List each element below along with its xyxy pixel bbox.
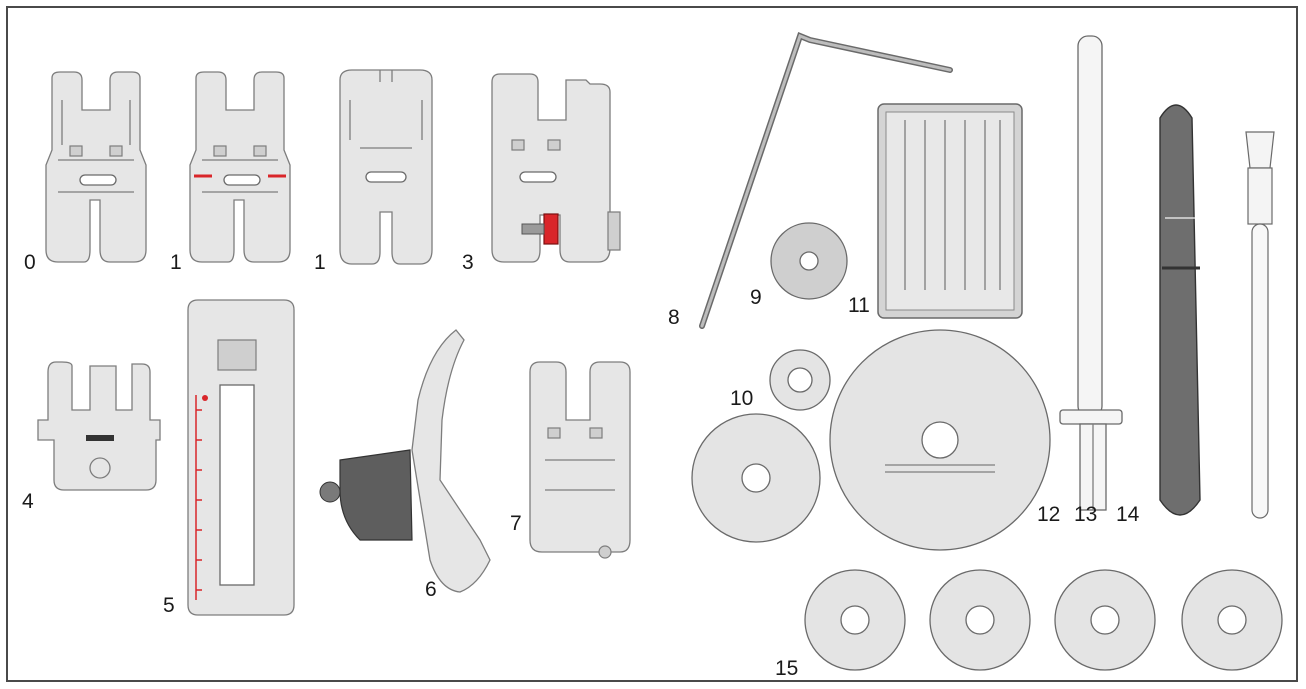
- presser-foot-7-overcast: [529, 361, 631, 559]
- label-foot-0: 0: [24, 251, 36, 274]
- cleaning-brush: [1245, 131, 1275, 519]
- felt-disc: [770, 222, 848, 300]
- label-tool-10: 10: [730, 387, 753, 410]
- spool-pin: [1059, 35, 1123, 511]
- label-tool-12: 12: [1037, 503, 1060, 526]
- label-tool-13: 13: [1074, 503, 1097, 526]
- label-foot-4: 4: [22, 490, 34, 513]
- label-foot-1b: 1: [314, 251, 326, 274]
- presser-foot-3-adjustable: [491, 73, 621, 263]
- label-foot-1a: 1: [170, 251, 182, 274]
- label-foot-7: 7: [510, 512, 522, 535]
- presser-foot-5-ruler: [187, 299, 295, 616]
- label-tool-9: 9: [750, 286, 762, 309]
- presser-foot-1-red-marks: [189, 71, 291, 263]
- presser-foot-6-darning: [319, 329, 491, 593]
- label-tool-11: 11: [848, 294, 870, 317]
- presser-foot-1-flat: [339, 69, 433, 265]
- label-foot-3: 3: [462, 251, 474, 274]
- bobbins: [804, 569, 1283, 671]
- seam-ripper: [1159, 104, 1201, 516]
- label-tool-14: 14: [1116, 503, 1140, 526]
- label-tool-8: 8: [668, 306, 680, 329]
- needle-pack: [877, 103, 1023, 319]
- medium-spool-cap: [691, 413, 821, 543]
- presser-foot-4-zipper: [37, 361, 161, 491]
- large-spool-cap: [829, 329, 1051, 551]
- edge-guide-tool: [699, 32, 953, 329]
- label-foot-6: 6: [425, 578, 437, 601]
- label-foot-5: 5: [163, 594, 175, 617]
- small-spool-cap: [769, 349, 831, 411]
- presser-foot-0: [45, 71, 147, 263]
- label-tool-15: 15: [775, 657, 798, 680]
